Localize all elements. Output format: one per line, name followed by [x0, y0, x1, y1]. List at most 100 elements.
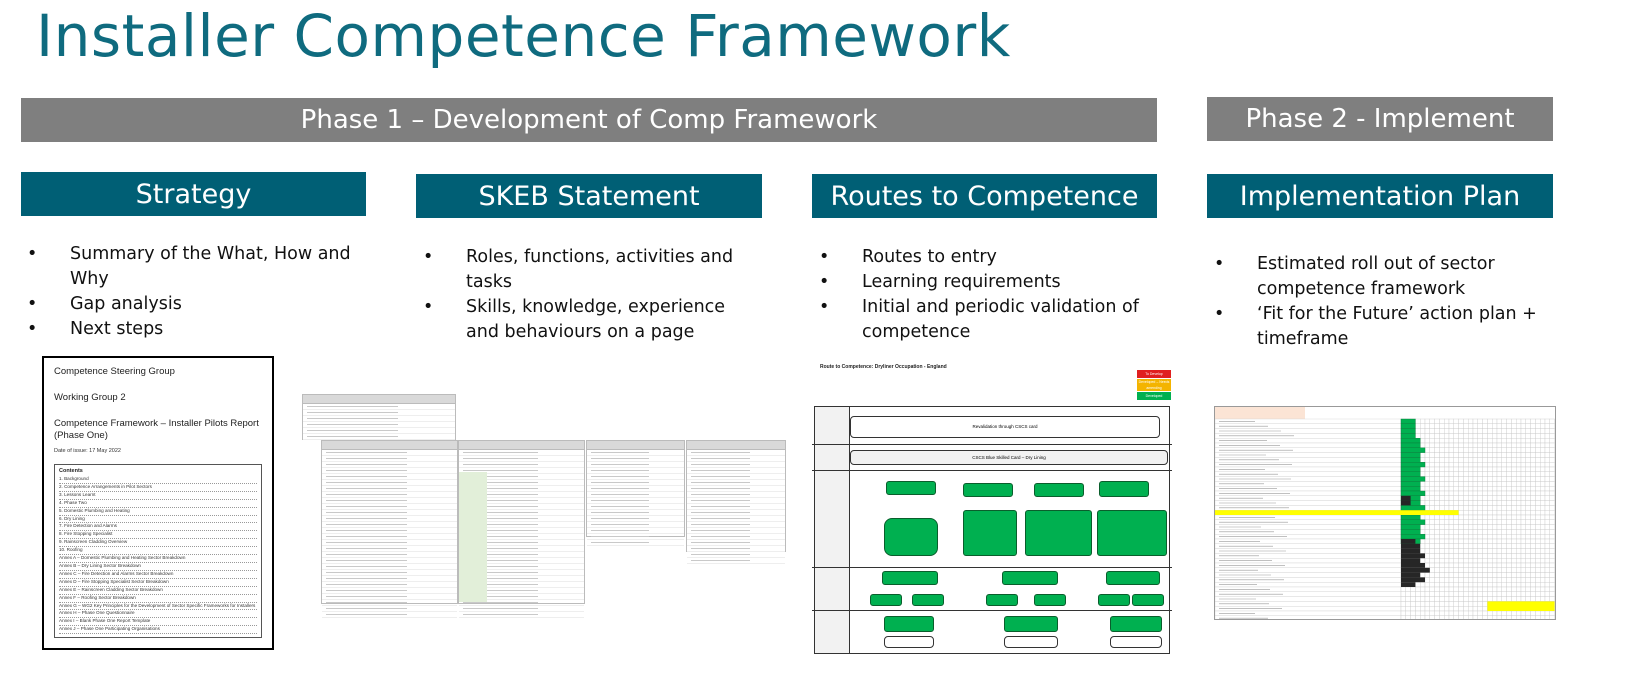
gantt-cell	[1429, 605, 1435, 612]
gantt-cell	[1453, 567, 1459, 573]
gantt-bar-dark	[1401, 548, 1421, 554]
gantt-cell	[1506, 596, 1512, 602]
gantt-cell	[1492, 428, 1498, 434]
gantt-cell	[1458, 572, 1464, 578]
gantt-cell	[1443, 462, 1450, 468]
gantt-cell	[1443, 533, 1450, 540]
gantt-cell	[1506, 471, 1512, 477]
gantt-cell	[1540, 514, 1546, 521]
gantt-cell	[1525, 485, 1531, 492]
gantt-cell	[1516, 423, 1522, 429]
gantt-cell	[1540, 485, 1546, 492]
gantt-cell	[1530, 447, 1536, 453]
gantt-cell	[1463, 543, 1469, 549]
routes-header-label: Routes to Competence	[830, 180, 1139, 212]
gantt-cell	[1439, 562, 1445, 569]
table-row	[459, 498, 584, 504]
gantt-cell	[1463, 485, 1469, 492]
report-contents-row: Annex G – WG2 Key Principles for the Dev…	[59, 603, 257, 611]
gantt-cell	[1506, 567, 1512, 573]
table-row	[322, 492, 457, 498]
skeb-header-label: SKEB Statement	[478, 180, 700, 212]
gantt-cell	[1506, 524, 1512, 530]
gantt-cell	[1448, 466, 1455, 473]
gantt-cell	[1482, 476, 1488, 482]
gantt-cell	[1467, 591, 1474, 597]
gantt-cell	[1463, 438, 1469, 444]
gantt-cell	[1443, 418, 1450, 425]
gantt-cell	[1520, 548, 1527, 554]
report-contents-row: 10. Roofing	[59, 547, 257, 556]
gantt-cell	[1482, 610, 1488, 617]
phase-1-label: Phase 1 – Development of Comp Framework	[300, 105, 878, 135]
route-box	[886, 481, 936, 495]
gantt-cell	[1540, 581, 1546, 588]
gantt-cell	[1472, 509, 1479, 516]
gantt-cell	[1496, 433, 1503, 439]
gantt-cell	[1439, 524, 1445, 530]
gantt-cell	[1443, 423, 1450, 429]
gantt-cell	[1472, 538, 1479, 545]
legend-needs-amending: Developed – Needs amending	[1137, 379, 1171, 391]
gantt-cell	[1463, 519, 1469, 525]
gantt-cell	[1477, 442, 1483, 449]
gantt-cell	[1453, 610, 1459, 617]
gantt-cell	[1439, 519, 1445, 525]
gantt-cell	[1463, 457, 1469, 463]
report-line-1: Competence Steering Group	[54, 366, 175, 377]
table-row	[303, 422, 455, 428]
gantt-cell	[1506, 591, 1512, 597]
gantt-bar-green	[1400, 428, 1416, 434]
gantt-cell	[1453, 476, 1459, 482]
gantt-cell	[1487, 529, 1493, 535]
gantt-cell	[1544, 509, 1551, 516]
gantt-cell	[1472, 500, 1479, 506]
gantt-cell	[1472, 557, 1479, 564]
report-contents-row: 8. Fire Stopping Specialist	[59, 531, 257, 540]
gantt-cell	[1525, 586, 1531, 593]
gantt-cell	[1511, 548, 1517, 554]
gantt-cell	[1463, 529, 1469, 535]
table-row	[459, 516, 584, 522]
gantt-cell	[1429, 591, 1435, 597]
gantt-cell	[1439, 577, 1445, 583]
gantt-cell	[1429, 514, 1435, 521]
gantt-cell	[1453, 462, 1459, 468]
access-box	[986, 594, 1018, 606]
gantt-cell	[1439, 495, 1445, 501]
gantt-cell	[1434, 442, 1440, 449]
routes-header: Routes to Competence	[812, 174, 1157, 218]
gantt-cell	[1516, 438, 1522, 444]
gantt-cell	[1477, 428, 1483, 434]
gantt-cell	[1511, 577, 1517, 583]
gantt-cell	[1520, 524, 1527, 530]
gantt-cell	[1400, 596, 1407, 602]
gantt-cell	[1467, 423, 1474, 429]
gantt-bar-green	[1400, 418, 1416, 425]
gantt-cell	[1429, 557, 1435, 564]
gantt-cell	[1458, 418, 1464, 425]
gantt-cell	[1511, 490, 1517, 497]
gantt-cell	[1487, 586, 1493, 593]
gantt-cell	[1472, 485, 1479, 492]
gantt-cell	[1530, 442, 1536, 449]
gantt-cell	[1511, 505, 1517, 511]
gantt-cell	[1501, 509, 1507, 516]
gantt-cell	[1434, 605, 1440, 612]
gantt-bar-green	[1400, 438, 1421, 444]
gantt-cell	[1540, 543, 1546, 549]
gantt-cell	[1458, 490, 1464, 497]
gantt-cell	[1477, 438, 1483, 444]
gantt-cell	[1530, 457, 1536, 463]
gantt-cell	[1530, 572, 1536, 578]
gantt-cell	[1544, 591, 1551, 597]
gantt-cell	[1506, 490, 1512, 497]
gantt-cell	[1419, 581, 1426, 588]
gantt-cell	[1492, 418, 1498, 425]
gantt-cell	[1540, 490, 1546, 497]
gantt-cell	[1463, 538, 1469, 545]
gantt-cell	[1516, 533, 1522, 540]
gantt-cell	[1434, 577, 1440, 583]
implementation-bullets: Estimated roll out of sector competence …	[1214, 252, 1544, 352]
gantt-cell	[1429, 562, 1435, 569]
